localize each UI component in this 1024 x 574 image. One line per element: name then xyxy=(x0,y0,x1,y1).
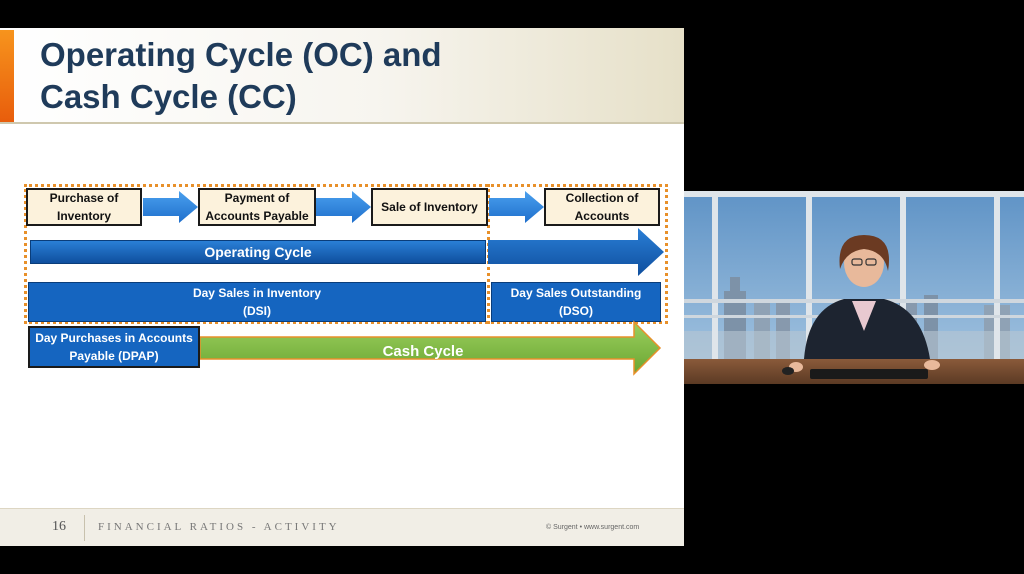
dsi-box: Day Sales in Inventory (DSI) xyxy=(28,282,486,322)
dsi-label-line-2: (DSI) xyxy=(243,304,271,318)
arrow-right-icon xyxy=(316,191,371,223)
event-label-line-2: Inventory xyxy=(56,209,111,223)
event-collection-of-accounts: Collection of Accounts xyxy=(544,188,660,226)
arrow-right-icon xyxy=(143,191,198,223)
dpap-label-line-1: Day Purchases in Accounts xyxy=(35,331,193,345)
slide-title: Operating Cycle (OC) and Cash Cycle (CC) xyxy=(40,34,442,118)
operating-cycle-arrowhead xyxy=(488,228,664,276)
arrow-right-icon xyxy=(489,191,544,223)
event-label-line-1: Sale of Inventory xyxy=(381,200,478,214)
presenter-video-image xyxy=(684,191,1024,384)
presentation-slide: Operating Cycle (OC) and Cash Cycle (CC)… xyxy=(0,28,684,546)
event-purchase-of-inventory: Purchase of Inventory xyxy=(26,188,142,226)
operating-cycle-dotted-frame xyxy=(24,184,668,324)
dso-label-line-1: Day Sales Outstanding xyxy=(510,286,642,300)
slide-footer: 16 FINANCIAL RATIOS - ACTIVITY © Surgent… xyxy=(0,508,684,546)
event-label-line-2: Accounts xyxy=(574,209,630,223)
event-label-line-1: Purchase of xyxy=(49,191,119,205)
event-label-line-1: Collection of xyxy=(565,191,639,205)
event-label-line-1: Payment of xyxy=(224,191,290,205)
title-bar: Operating Cycle (OC) and Cash Cycle (CC) xyxy=(0,28,684,122)
title-accent-stripe xyxy=(0,30,14,122)
operating-cycle-label: Operating Cycle xyxy=(204,244,312,260)
footer-section-title: FINANCIAL RATIOS - ACTIVITY xyxy=(98,521,340,533)
slide-title-line-1: Operating Cycle (OC) and xyxy=(40,36,442,73)
dso-box: Day Sales Outstanding (DSO) xyxy=(491,282,661,322)
event-payment-of-accounts-payable: Payment of Accounts Payable xyxy=(198,188,316,226)
dsi-label-line-1: Day Sales in Inventory xyxy=(192,286,322,300)
footer-separator xyxy=(84,515,85,541)
operating-cycle-bar: Operating Cycle xyxy=(30,240,486,264)
dpap-label-line-2: Payable (DPAP) xyxy=(69,349,159,363)
title-divider xyxy=(0,122,684,124)
event-label-line-2: Accounts Payable xyxy=(205,209,309,223)
cash-cycle-label: Cash Cycle xyxy=(382,342,464,360)
copyright-notice: © Surgent • www.surgent.com xyxy=(546,524,640,531)
cash-cycle-arrow xyxy=(200,320,662,376)
page-number: 16 xyxy=(52,519,66,534)
slide-title-line-2: Cash Cycle (CC) xyxy=(40,78,297,115)
dso-label-line-2: (DSO) xyxy=(558,304,593,318)
event-sale-of-inventory: Sale of Inventory xyxy=(371,188,488,226)
presenter-video xyxy=(684,191,1024,384)
